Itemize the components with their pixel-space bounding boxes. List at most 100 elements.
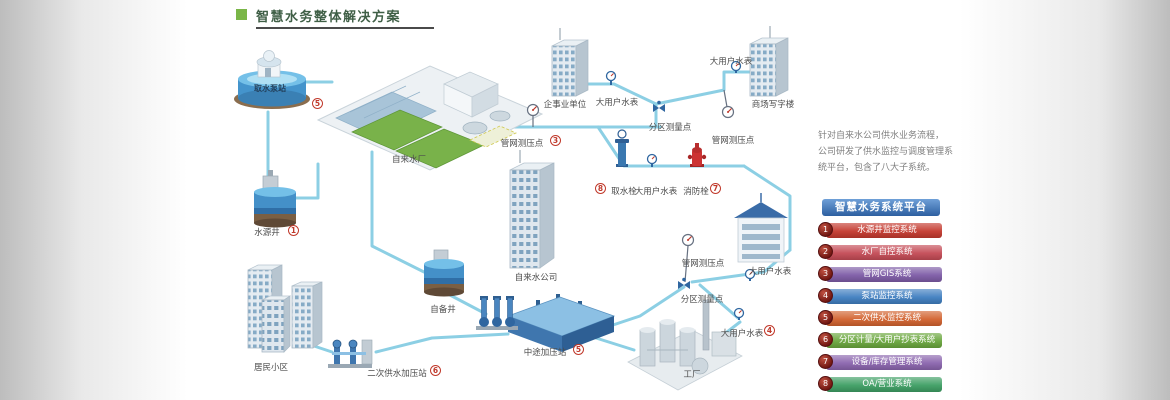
pipe [374, 332, 510, 354]
intro-paragraph: 针对自来水公司供水业务流程， 公司研发了供水监控与调度管理系 统平台，包含了八大… [818, 128, 956, 176]
system-badge: 3 [818, 266, 833, 281]
water-plant-label: 自来水厂 [391, 155, 427, 165]
system-bar-label: 水厂自控系统 [826, 244, 942, 260]
secondary-boost-station-illustration [328, 339, 373, 368]
water-meter-icon [744, 268, 756, 281]
pipe-network [266, 70, 792, 354]
system-item-plant-automation: 2 水厂自控系统 [818, 244, 942, 260]
pressure-gauge-icon [526, 103, 540, 127]
pipe-pressure-point-label: 管网测压点 [711, 136, 755, 146]
water-meter-icon [646, 153, 658, 167]
pipe [742, 164, 792, 252]
system-item-pipe-gis: 3 管网GIS系统 [818, 266, 942, 282]
pipe-pressure-point-label: 管网测压点 [681, 259, 725, 269]
system-item-secondary-supply-monitoring: 5 二次供水监控系统 [818, 310, 942, 326]
residential-buildings-illustration [247, 264, 323, 353]
system-item-district-metering: 6 分区计量/大用户抄表系统 [818, 332, 942, 348]
factory-label: 工厂 [683, 370, 701, 380]
water-intake-hydrant-label: 取水栓 [611, 187, 637, 197]
water-meter-icon [733, 307, 745, 320]
system-badge: 7 [818, 354, 833, 369]
system-bar-label: 分区计量/大用户抄表系统 [826, 332, 942, 348]
mid-boost-station-label: 中途加压站 [523, 348, 567, 358]
circled-number-6: 6 [430, 365, 441, 376]
district-valve-icon [678, 277, 690, 289]
mid-boost-station-illustration [506, 294, 616, 352]
system-badge: 2 [818, 244, 833, 259]
district-metering-point-label: 分区测量点 [648, 123, 692, 133]
system-item-oa-business: 8 OA/营业系统 [818, 376, 942, 392]
pipe [584, 82, 658, 129]
system-item-source-well-monitoring: 1 水源井监控系统 [818, 222, 942, 238]
residential-community-label: 居民小区 [253, 363, 289, 373]
intro-line-3: 统平台，包含了八大子系统。 [818, 163, 936, 173]
water-company-building-illustration [509, 150, 555, 269]
page-title: 智慧水务整体解决方案 [256, 10, 402, 25]
system-item-equipment-inventory: 7 设备/库存管理系统 [818, 354, 942, 370]
circled-number-3: 3 [550, 135, 561, 146]
circled-number-1: 1 [288, 225, 299, 236]
fire-hydrant-icon [687, 143, 707, 167]
system-panel: 智慧水务系统平台 1 水源井监控系统 2 水厂自控系统 3 管网GIS系统 4 … [818, 199, 942, 395]
circled-number-4: 4 [764, 325, 775, 336]
water-meter-icon [605, 70, 617, 85]
pipe [370, 150, 426, 274]
source-well-illustration [254, 170, 296, 228]
private-well-illustration [424, 249, 464, 297]
mall-office-building-label: 商场写字楼 [751, 100, 795, 110]
large-user-meter-label: 大用户水表 [720, 329, 764, 339]
blue-roof-building-illustration [734, 193, 788, 263]
pressure-gauge-icon [721, 89, 735, 119]
enterprise-building-illustration [551, 28, 589, 97]
enterprise-unit-label: 企事业单位 [543, 100, 587, 110]
pipe [446, 292, 488, 316]
large-user-meter-label: 大用户水表 [748, 267, 792, 277]
pressure-gauge-icon [681, 233, 695, 283]
mall-office-building-illustration [749, 26, 789, 97]
pipe-pressure-point-label: 管网测压点 [500, 139, 544, 149]
system-badge: 8 [818, 376, 833, 391]
system-bar-label: 二次供水监控系统 [826, 310, 942, 326]
circled-number-7: 7 [710, 183, 721, 194]
booster-pumps-illustration [476, 296, 518, 330]
page-title-block: 智慧水务整体解决方案 [236, 6, 456, 34]
pipe [654, 70, 762, 106]
water-intake-hydrant-icon [615, 129, 629, 167]
intake-pump-station-label: 取水泵站 [254, 84, 286, 93]
circled-number-5: 5 [312, 98, 323, 109]
title-green-square-icon [236, 9, 247, 20]
secondary-boost-station-label: 二次供水加压站 [367, 369, 427, 379]
system-item-pump-station-monitoring: 4 泵站监控系统 [818, 288, 942, 304]
system-bar-label: 设备/库存管理系统 [826, 354, 942, 370]
fire-hydrant-label: 消防栓 [683, 187, 709, 197]
system-bar-label: 泵站监控系统 [826, 288, 942, 304]
system-badge: 4 [818, 288, 833, 303]
intro-line-1: 针对自来水公司供水业务流程， [818, 131, 945, 141]
intro-line-2: 公司研发了供水监控与调度管理系 [818, 147, 954, 157]
water-company-label: 自来水公司 [514, 273, 558, 283]
title-underline [256, 27, 434, 29]
system-bar-label: 水源井监控系统 [826, 222, 942, 238]
large-user-meter-label: 大用户水表 [709, 57, 753, 67]
system-bar-label: OA/营业系统 [826, 376, 942, 392]
large-user-meter-label: 大用户水表 [595, 98, 639, 108]
water-plant-illustration [316, 65, 544, 171]
system-panel-title: 智慧水务系统平台 [822, 199, 940, 216]
factory-illustration [627, 299, 743, 391]
circled-number-8: 8 [595, 183, 606, 194]
pipe [594, 336, 636, 352]
district-valve-icon [653, 100, 665, 112]
source-well-label: 水源井 [254, 228, 280, 238]
circled-number-5: 5 [573, 344, 584, 355]
system-badge: 6 [818, 332, 833, 347]
water-meter-icon [730, 60, 742, 73]
system-badge: 5 [818, 310, 833, 325]
district-metering-point-label: 分区测量点 [680, 295, 724, 305]
private-well-label: 自备井 [430, 305, 456, 315]
pipe [698, 283, 740, 320]
intake-pump-station-illustration [234, 50, 310, 109]
system-badge: 1 [818, 222, 833, 237]
large-user-meter-label: 大用户水表 [634, 187, 678, 197]
